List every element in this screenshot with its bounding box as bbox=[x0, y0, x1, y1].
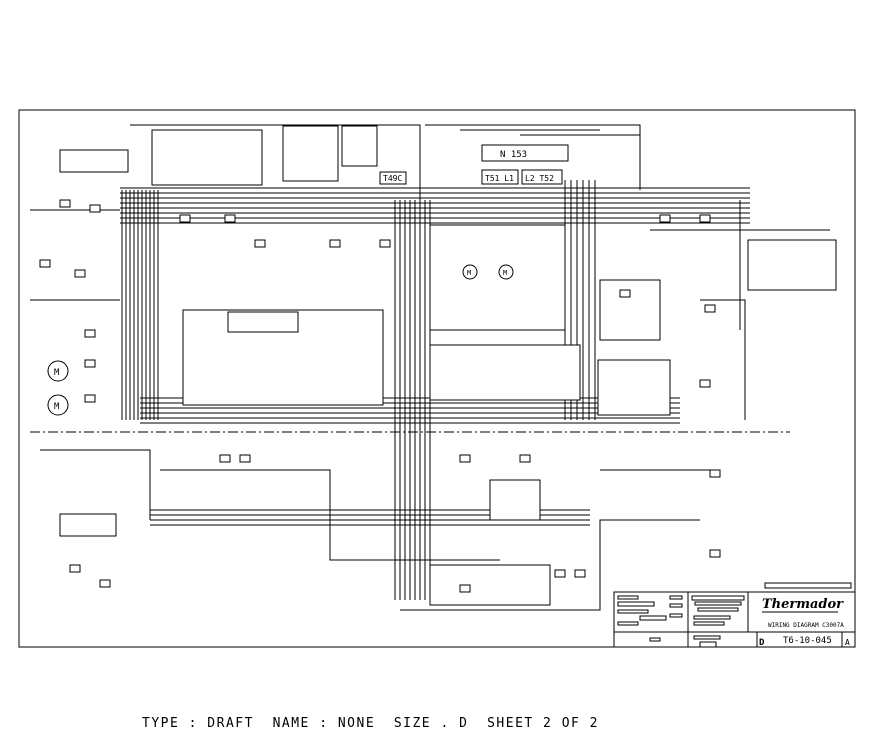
terminal bbox=[704, 304, 716, 313]
wire bbox=[425, 124, 641, 190]
terminal bbox=[84, 359, 96, 368]
terminal bbox=[59, 199, 71, 208]
terminal bbox=[59, 149, 129, 173]
components bbox=[39, 125, 837, 606]
terminal bbox=[597, 359, 671, 416]
relay-right-label: L2 T52 bbox=[525, 174, 554, 183]
terminal bbox=[219, 454, 231, 463]
motor-3-label: M bbox=[467, 269, 471, 277]
motor-2-label: M bbox=[54, 402, 60, 412]
wire bbox=[400, 519, 700, 611]
wire bbox=[130, 124, 421, 200]
title-block: Thermador WIRING DIAGRAM C3007A D T6-10-… bbox=[613, 582, 856, 648]
relay-main: N 153 bbox=[481, 144, 569, 162]
terminal bbox=[619, 289, 631, 298]
terminal bbox=[84, 394, 96, 403]
terminal bbox=[341, 125, 378, 167]
fuse-label: T49C bbox=[383, 174, 402, 183]
terminal bbox=[459, 584, 471, 593]
terminal bbox=[239, 454, 251, 463]
motor-1-label: M bbox=[54, 368, 60, 378]
terminal bbox=[254, 239, 266, 248]
brand-logo: Thermador bbox=[762, 597, 844, 612]
terminal bbox=[709, 469, 721, 478]
motor-4-label: M bbox=[503, 269, 507, 277]
terminal bbox=[224, 214, 236, 223]
terminal bbox=[459, 454, 471, 463]
terminal bbox=[429, 224, 566, 331]
sheet-footer: TYPE : DRAFT NAME : NONE SIZE . D SHEET … bbox=[142, 716, 600, 731]
wire bbox=[160, 469, 500, 561]
terminal bbox=[74, 269, 86, 278]
terminal bbox=[519, 454, 531, 463]
motor-2: M bbox=[47, 394, 69, 416]
relay-left-label: T51 L1 bbox=[485, 174, 514, 183]
relay-right: L2 T52 bbox=[521, 169, 563, 185]
terminal bbox=[379, 239, 391, 248]
terminal bbox=[429, 344, 581, 401]
terminal bbox=[151, 129, 263, 186]
drawing-title: WIRING DIAGRAM C3007A bbox=[768, 622, 844, 629]
terminal bbox=[599, 279, 661, 341]
terminal bbox=[699, 379, 711, 388]
drawing-size: D bbox=[759, 638, 765, 648]
terminal bbox=[329, 239, 341, 248]
terminal bbox=[429, 564, 551, 606]
terminal bbox=[699, 214, 711, 223]
terminal bbox=[69, 564, 81, 573]
terminal bbox=[39, 259, 51, 268]
fuse: T49C bbox=[379, 171, 407, 185]
terminal bbox=[59, 513, 117, 537]
terminal bbox=[227, 311, 299, 333]
terminal bbox=[554, 569, 566, 578]
terminal bbox=[489, 479, 541, 521]
terminal bbox=[574, 569, 586, 578]
relay-main-label: N 153 bbox=[500, 150, 527, 160]
terminal bbox=[89, 204, 101, 213]
wire bbox=[700, 299, 746, 420]
terminal bbox=[709, 549, 721, 558]
wires bbox=[30, 124, 830, 611]
relay-left: T51 L1 bbox=[481, 169, 519, 185]
motor-3: M bbox=[462, 264, 478, 280]
terminal bbox=[659, 214, 671, 223]
motor-4: M bbox=[498, 264, 514, 280]
sheet-border bbox=[18, 109, 856, 648]
drawing-number: T6-10-045 bbox=[783, 636, 832, 646]
terminal bbox=[179, 214, 191, 223]
motor-1: M bbox=[47, 360, 69, 382]
terminal bbox=[747, 239, 837, 291]
terminal bbox=[99, 579, 111, 588]
wire bbox=[40, 449, 151, 520]
terminal bbox=[282, 125, 339, 182]
terminal bbox=[84, 329, 96, 338]
revision: A bbox=[845, 638, 850, 647]
